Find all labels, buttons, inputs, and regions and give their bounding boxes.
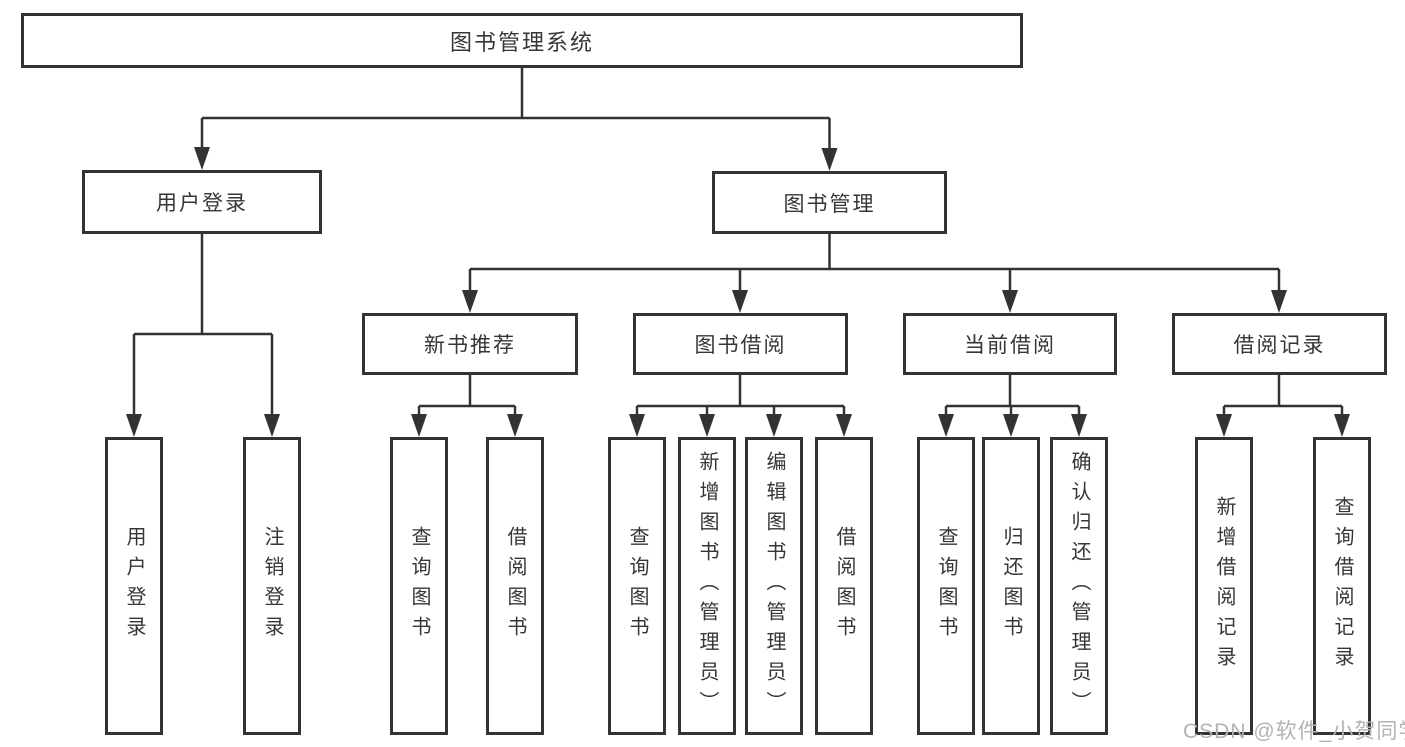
arrowhead-icon <box>629 414 645 437</box>
leaf-label: 编辑图书（管理员） <box>763 451 785 721</box>
leaf-logout: 注销登录 <box>243 437 301 735</box>
arrowhead-icon <box>766 414 782 437</box>
leaf-add-borrow-record: 新增借阅记录 <box>1195 437 1253 735</box>
leaf-label: 查询借阅记录 <box>1331 496 1353 676</box>
arrowhead-icon <box>732 290 748 313</box>
arrowhead-icon <box>1002 290 1018 313</box>
arrowhead-icon <box>264 414 280 437</box>
node-root-system: 图书管理系统 <box>21 13 1023 68</box>
leaf-return-books: 归还图书 <box>982 437 1040 735</box>
leaf-query-books-current: 查询图书 <box>917 437 975 735</box>
csdn-watermark: CSDN @软件_小贺同学 <box>1183 720 1405 743</box>
leaf-edit-books-admin: 编辑图书（管理员） <box>745 437 803 735</box>
leaf-borrow-books-recommend: 借阅图书 <box>486 437 544 735</box>
node-label: 借阅记录 <box>1233 334 1326 357</box>
connector-paths <box>132 68 1344 418</box>
leaf-label: 查询图书 <box>935 526 957 646</box>
node-book-borrow: 图书借阅 <box>633 313 848 375</box>
arrowhead-icon <box>126 414 142 437</box>
node-new-book-recommend: 新书推荐 <box>362 313 578 375</box>
leaf-confirm-return-admin: 确认归还（管理员） <box>1050 437 1108 735</box>
arrowhead-icon <box>836 414 852 437</box>
leaf-label: 确认归还（管理员） <box>1068 451 1090 721</box>
arrowhead-icon <box>194 147 210 170</box>
node-root-label: 图书管理系统 <box>449 29 594 55</box>
node-book-management: 图书管理 <box>712 171 947 234</box>
node-label: 图书管理 <box>783 192 876 216</box>
arrowhead-icon <box>411 414 427 437</box>
arrowheads <box>126 147 1350 437</box>
node-label: 图书借阅 <box>694 334 787 357</box>
leaf-label: 归还图书 <box>1000 526 1022 646</box>
arrowhead-icon <box>821 148 838 171</box>
arrowhead-icon <box>462 290 478 313</box>
node-label: 新书推荐 <box>424 334 516 357</box>
node-label: 当前借阅 <box>964 334 1056 357</box>
leaf-label: 查询图书 <box>408 526 430 646</box>
node-borrow-records: 借阅记录 <box>1172 313 1387 375</box>
leaf-label: 新增借阅记录 <box>1213 496 1235 676</box>
node-label: 用户登录 <box>156 192 248 215</box>
leaf-add-books-admin: 新增图书（管理员） <box>678 437 736 735</box>
leaf-user-login: 用户登录 <box>105 437 163 735</box>
leaf-query-borrow-record: 查询借阅记录 <box>1313 437 1371 735</box>
arrowhead-icon <box>507 414 523 437</box>
leaf-query-books-recommend: 查询图书 <box>390 437 448 735</box>
arrowhead-icon <box>1271 290 1287 313</box>
leaf-label: 注销登录 <box>261 526 283 646</box>
leaf-label: 新增图书（管理员） <box>696 451 718 721</box>
arrowhead-icon <box>1003 414 1019 437</box>
arrowhead-icon <box>1071 414 1087 437</box>
arrowhead-icon <box>938 414 954 437</box>
leaf-label: 用户登录 <box>123 526 145 646</box>
leaf-borrow-books: 借阅图书 <box>815 437 873 735</box>
leaf-label: 查询图书 <box>626 526 648 646</box>
leaf-label: 借阅图书 <box>833 526 855 646</box>
arrowhead-icon <box>1334 414 1350 437</box>
node-user-login: 用户登录 <box>82 170 322 234</box>
node-current-borrow: 当前借阅 <box>903 313 1117 375</box>
arrowhead-icon <box>699 414 715 437</box>
leaf-query-books-borrow: 查询图书 <box>608 437 666 735</box>
leaf-label: 借阅图书 <box>504 526 526 646</box>
arrowhead-icon <box>1216 414 1232 437</box>
